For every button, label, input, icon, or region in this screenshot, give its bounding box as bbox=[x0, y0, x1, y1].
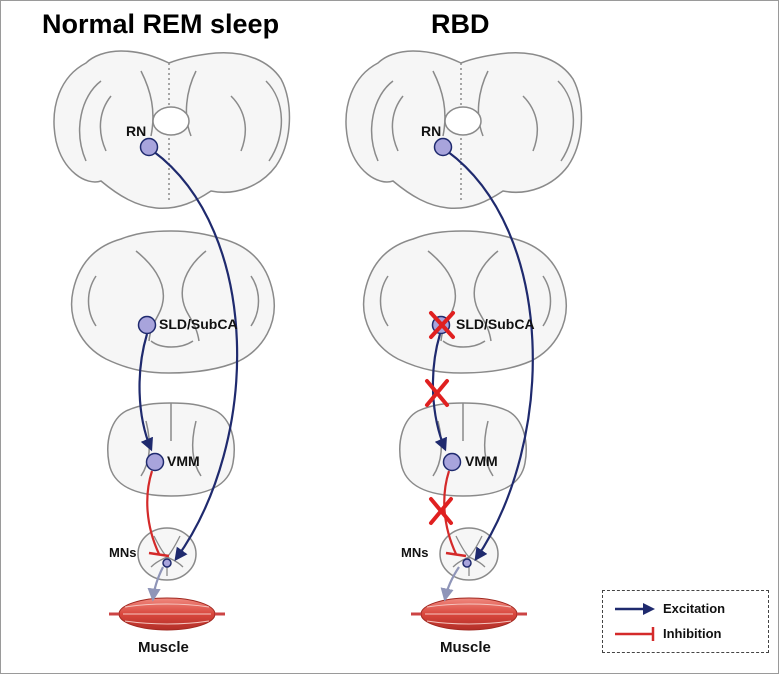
mns-nucleus-left bbox=[162, 558, 172, 568]
muscle-right bbox=[411, 597, 527, 631]
pons-section-right bbox=[362, 230, 567, 374]
rn-nucleus-right bbox=[433, 137, 453, 157]
rn-to-mns-arrow-left bbox=[152, 150, 239, 562]
mns-to-muscle-arrow-right bbox=[440, 566, 460, 602]
muscle-left bbox=[109, 597, 225, 631]
normal-panel-title: Normal REM sleep bbox=[42, 9, 280, 39]
inhibition-bar-right bbox=[445, 551, 467, 558]
legend-excitation-label: Excitation bbox=[663, 601, 726, 616]
vmm-label-right: VMM bbox=[465, 453, 498, 469]
rn-nucleus-left bbox=[139, 137, 159, 157]
inhibition-bar-left bbox=[148, 551, 170, 558]
medulla-section-right bbox=[399, 402, 527, 497]
pons-section-left bbox=[70, 230, 275, 374]
lesion-mark-vmm-mns bbox=[429, 497, 453, 525]
legend: Excitation Inhibition bbox=[602, 590, 769, 653]
legend-excitation: Excitation bbox=[613, 599, 763, 619]
muscle-label-right: Muscle bbox=[440, 639, 491, 656]
sld-to-vmm-arrow-right bbox=[431, 333, 447, 452]
sld-label-right: SLD/SubCA bbox=[456, 316, 535, 332]
mns-to-muscle-arrow-left bbox=[147, 566, 164, 602]
sld-label-left: SLD/SubCA bbox=[159, 316, 238, 332]
spinal-cord-section-left bbox=[137, 527, 197, 581]
muscle-label-left: Muscle bbox=[138, 639, 189, 656]
mns-nucleus-right bbox=[462, 558, 472, 568]
lesion-mark-sld bbox=[429, 311, 455, 339]
vmm-to-mns-inhibition-right bbox=[443, 470, 457, 555]
vmm-to-mns-inhibition-left bbox=[146, 470, 160, 555]
mns-label-left: MNs bbox=[109, 545, 137, 560]
legend-inhibition: Inhibition bbox=[613, 624, 763, 644]
inhibition-bar-icon bbox=[615, 627, 655, 641]
vmm-label-left: VMM bbox=[167, 453, 200, 469]
sld-to-vmm-arrow-left bbox=[138, 333, 153, 452]
midbrain-section-left bbox=[53, 50, 291, 210]
lesion-mark-sld-vmm bbox=[425, 379, 449, 407]
rbd-panel-title: RBD bbox=[431, 9, 490, 39]
vmm-nucleus-right bbox=[442, 452, 462, 472]
mns-label-right: MNs bbox=[401, 545, 429, 560]
medulla-section-left bbox=[107, 402, 235, 497]
rn-label-right: RN bbox=[421, 123, 442, 139]
rn-to-mns-arrow-right bbox=[446, 150, 534, 562]
normal-panel bbox=[53, 50, 291, 631]
vmm-nucleus-left bbox=[145, 452, 165, 472]
sld-nucleus-left bbox=[137, 315, 157, 335]
legend-inhibition-label: Inhibition bbox=[663, 626, 722, 641]
midbrain-section-right bbox=[345, 50, 583, 210]
spinal-cord-section-right bbox=[439, 527, 499, 581]
rbd-panel bbox=[345, 50, 583, 631]
rn-label-left: RN bbox=[126, 123, 147, 139]
excitation-arrow-icon bbox=[615, 603, 655, 615]
